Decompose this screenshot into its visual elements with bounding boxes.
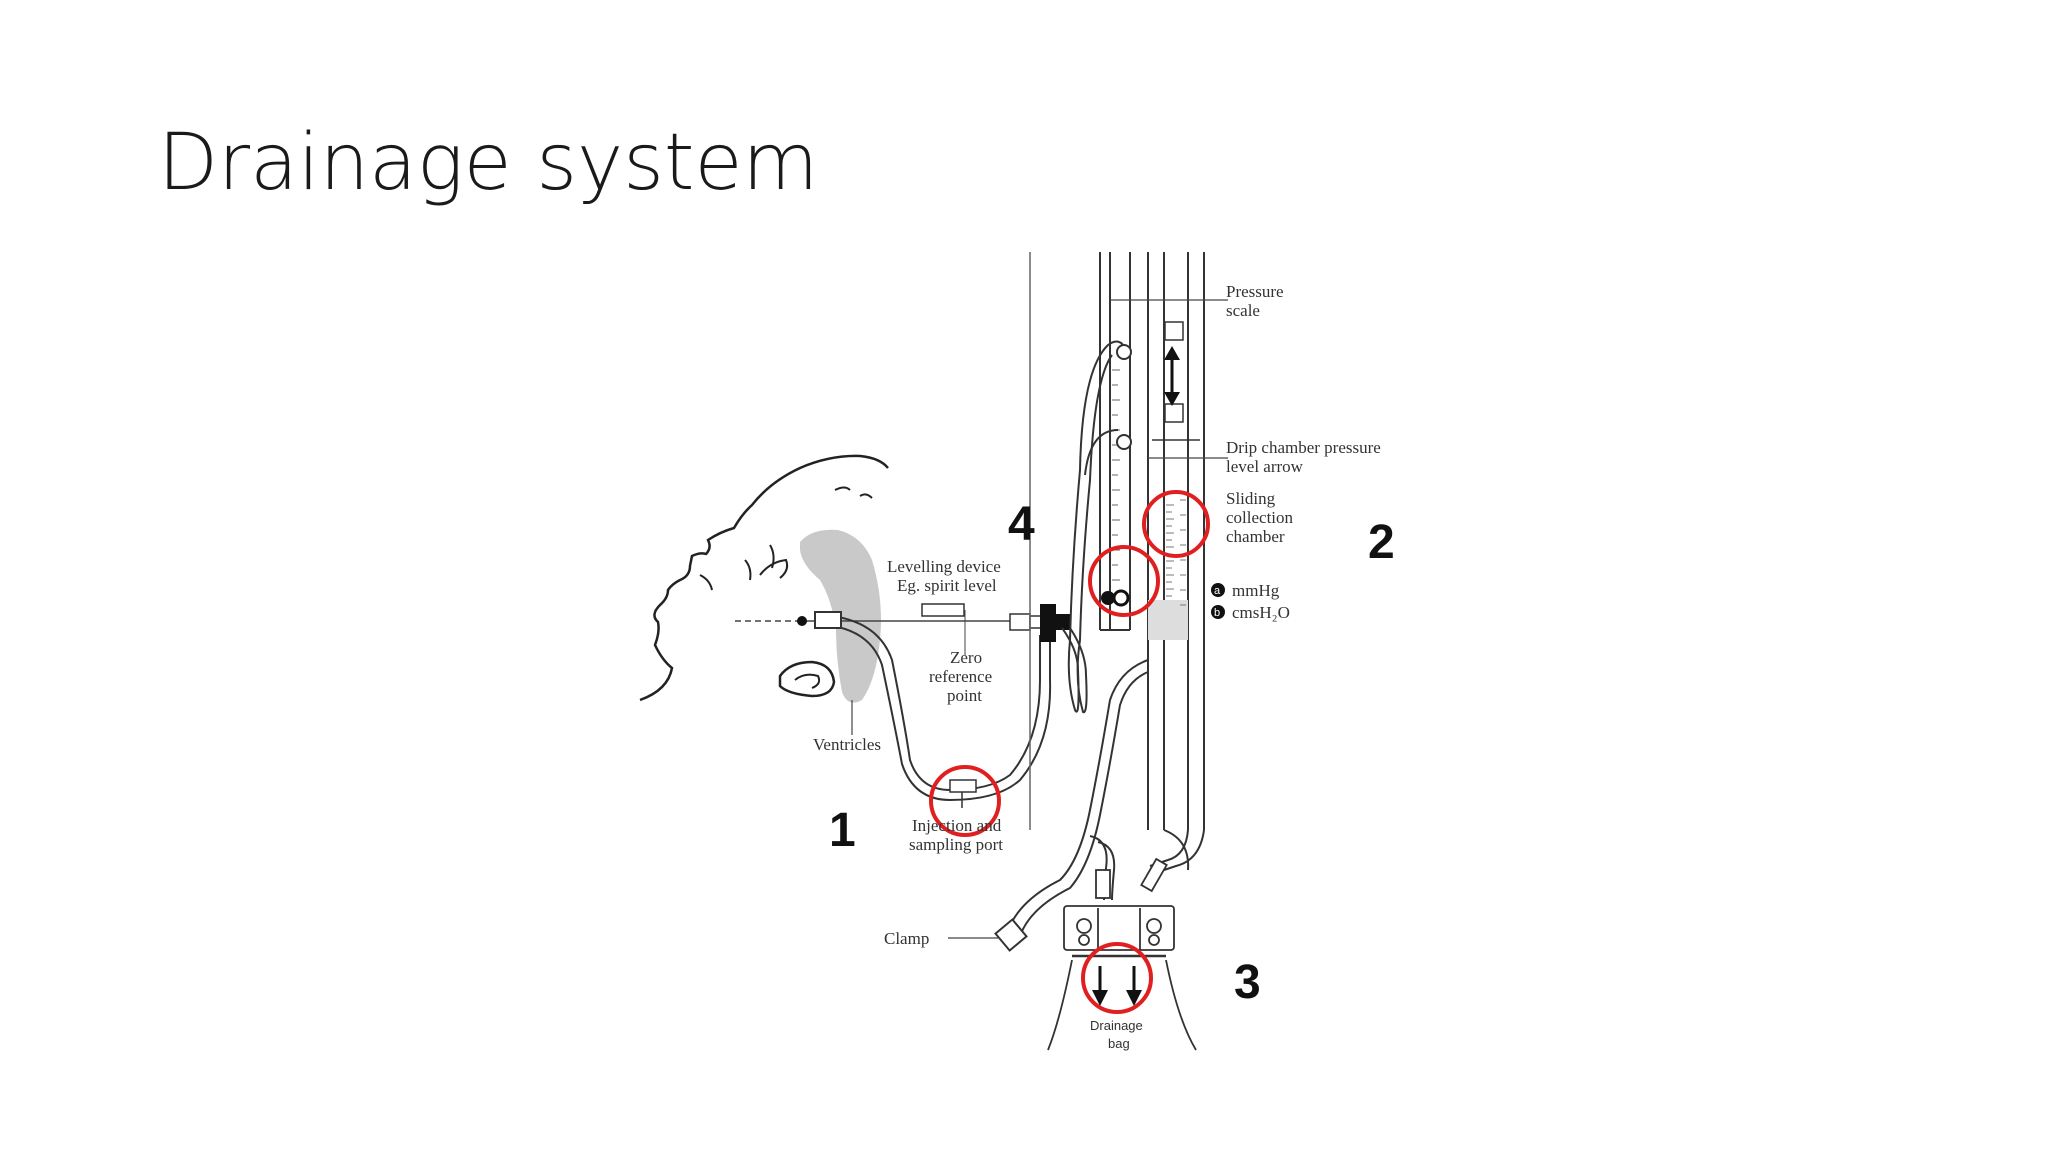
- highlight-circles: [929, 490, 1210, 1014]
- label-ventricles: Ventricles: [813, 735, 881, 754]
- highlight-circle-1: [929, 765, 1001, 837]
- injection-port: [949, 779, 977, 808]
- label-cmh2o: cmsH₂O: [1232, 603, 1290, 622]
- label-clamp: Clamp: [884, 929, 929, 948]
- stopcock-b: [1112, 589, 1130, 607]
- marker-1: 1: [829, 804, 856, 857]
- label-levelling-2: Eg. spirit level: [897, 576, 997, 595]
- label-zero-1: Zero: [950, 648, 982, 667]
- legend-a-letter: a: [1214, 585, 1221, 597]
- stopcock-a: [1101, 591, 1115, 605]
- down-arrows: [1092, 966, 1142, 1006]
- legend-b-letter: b: [1214, 607, 1220, 619]
- spirit-level: [921, 603, 965, 617]
- label-injection-1: Injection and: [912, 816, 1002, 835]
- label-sliding-1: Sliding: [1226, 489, 1276, 508]
- bag-connector: [1063, 857, 1175, 951]
- label-drainage-bag-1: Drainage: [1090, 1018, 1143, 1033]
- marker-3: 3: [1234, 956, 1261, 1009]
- zero-point-dot: [797, 616, 807, 626]
- label-injection-2: sampling port: [909, 835, 1003, 854]
- scale-ticks: [1112, 369, 1120, 596]
- drainage-bag: [1047, 954, 1197, 1051]
- drip-chamber-slider: [1152, 321, 1200, 441]
- chamber-ticks-right: [1180, 499, 1186, 606]
- catheter-tubing: [814, 611, 1052, 802]
- column-tubing: [1061, 340, 1132, 714]
- label-zero-3: point: [947, 686, 982, 705]
- marker-4: 4: [1008, 498, 1035, 551]
- highlight-circle-4: [1088, 545, 1160, 617]
- label-drip-chamber-2: level arrow: [1226, 457, 1304, 476]
- drainage-tubing: [994, 659, 1205, 952]
- double-arrow: [1164, 346, 1180, 406]
- label-sliding-2: collection: [1226, 508, 1294, 527]
- patient-head: [639, 454, 889, 702]
- label-zero-2: reference: [929, 667, 992, 686]
- label-pressure-scale-1: Pressure: [1226, 282, 1284, 301]
- highlight-circle-2: [1142, 490, 1210, 558]
- pressure-scale-column: [1099, 252, 1205, 830]
- highlight-circle-3: [1081, 942, 1153, 1014]
- label-mmhg: mmHg: [1232, 581, 1280, 600]
- slide-title: Drainage system: [158, 118, 819, 208]
- label-drainage-bag-2: bag: [1108, 1036, 1130, 1051]
- label-pressure-scale-2: scale: [1226, 301, 1260, 320]
- label-levelling-1: Levelling device: [887, 557, 1001, 576]
- marker-2: 2: [1368, 516, 1395, 569]
- collected-fluid: [1148, 600, 1188, 640]
- label-drip-chamber-1: Drip chamber pressure: [1226, 438, 1381, 457]
- label-sliding-3: chamber: [1226, 527, 1285, 546]
- stopcock: [1009, 604, 1070, 642]
